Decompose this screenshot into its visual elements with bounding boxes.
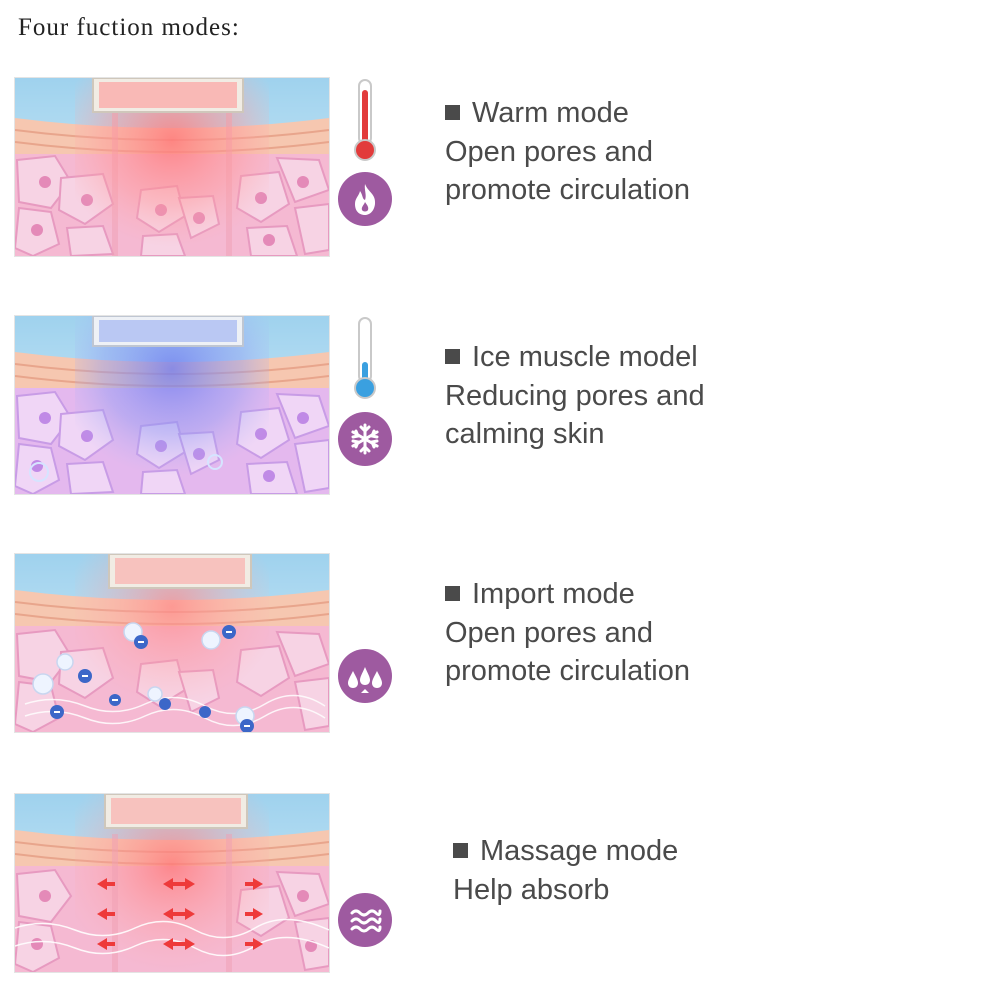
mode-description-line: promote circulation [445,174,690,206]
mode-title: Import mode [445,575,690,614]
import-mode-text: Import mode Open pores and promote circu… [445,575,690,691]
page-heading: Four fuction modes: [18,14,240,41]
flame-icon [338,172,392,226]
mode-description-line: Open pores and [445,135,653,168]
mode-title: Ice muscle model [445,338,705,377]
bullet-square-icon [445,349,460,364]
bullet-square-icon [445,586,460,601]
mode-description-line: promote circulation [445,655,690,687]
bullet-square-icon [453,843,468,858]
massage-mode-text: Massage mode Help absorb [453,832,678,909]
mode-description-line: Help absorb [453,873,610,906]
mode-description-line: Open pores and [445,616,653,649]
massage-mode-illustration [14,793,330,973]
bullet-square-icon [445,105,460,120]
droplets-icon [338,649,392,703]
mode-title: Massage mode [453,832,678,871]
import-mode-illustration [14,553,330,733]
waves-icon [338,893,392,947]
warm-mode-illustration [14,77,330,257]
snowflake-icon [338,412,392,466]
mode-import: Import mode Open pores and promote circu… [0,0,1000,733]
ice-mode-text: Ice muscle model Reducing pores and calm… [445,338,705,454]
mode-description-line: Reducing pores and [445,379,705,412]
warm-mode-text: Warm mode Open pores and promote circula… [445,94,690,210]
ice-mode-illustration [14,315,330,495]
mode-ice: Ice muscle model Reducing pores and calm… [0,0,1000,495]
mode-warm: Warm mode Open pores and promote circula… [0,0,1000,257]
thermometer-hot-icon [350,78,380,163]
mode-description-line: calming skin [445,418,605,450]
thermometer-cold-icon [350,316,380,401]
mode-massage: Massage mode Help absorb [0,0,1000,973]
mode-title: Warm mode [445,94,690,133]
